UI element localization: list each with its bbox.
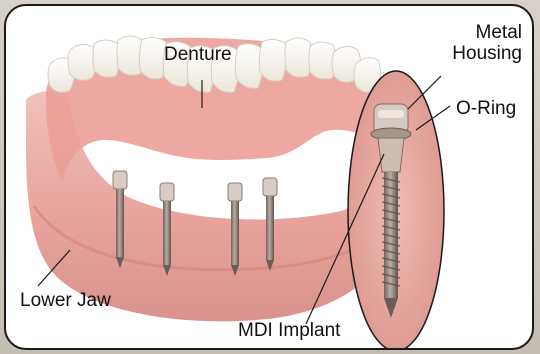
- label-mdi-implant: MDI Implant: [238, 320, 340, 341]
- label-metal-housing-line2: Housing: [452, 43, 522, 64]
- label-metal-housing-line1: Metal: [452, 22, 522, 43]
- label-denture: Denture: [164, 44, 232, 65]
- label-metal-housing: Metal Housing: [452, 22, 522, 65]
- diagram-frame: Denture Metal Housing O-Ring Lower Jaw M…: [4, 4, 534, 350]
- label-lower-jaw: Lower Jaw: [20, 290, 111, 311]
- label-o-ring: O-Ring: [456, 98, 516, 119]
